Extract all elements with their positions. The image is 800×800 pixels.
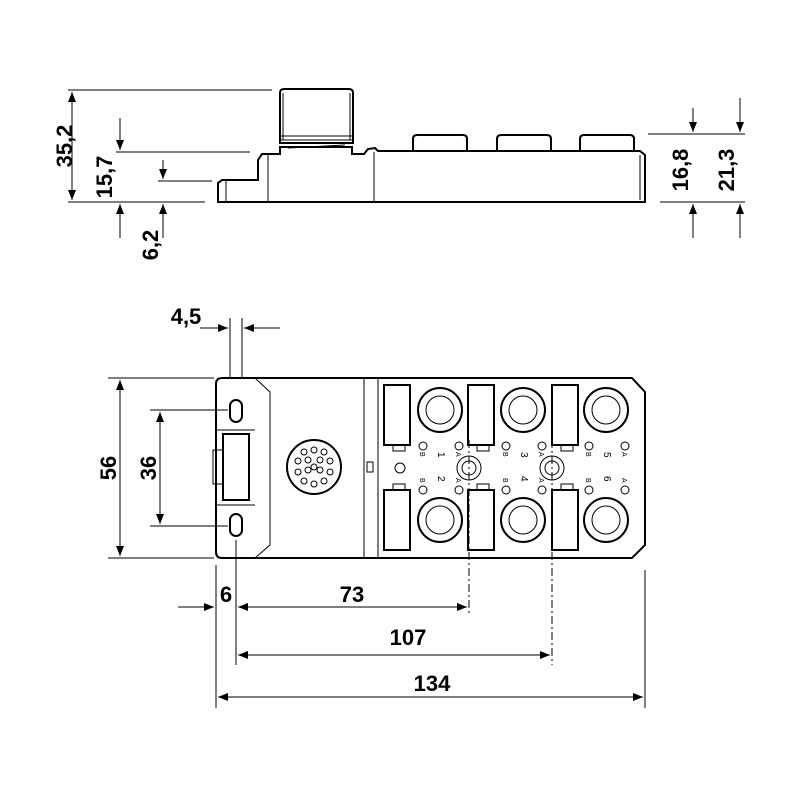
dim-73: 73	[340, 582, 364, 607]
port-4-label: 4	[518, 476, 529, 482]
port-3-b-label: B	[501, 452, 508, 457]
dim-36: 36	[136, 456, 161, 480]
main-connector-icon	[286, 439, 342, 495]
port-2-a-label: A	[454, 478, 461, 483]
dim-16-8: 16,8	[668, 149, 693, 192]
main-connector-pins	[294, 446, 334, 488]
port-column-3-4: 3 B A 4 B A	[456, 384, 547, 551]
port-1-connector	[417, 387, 463, 433]
port-6-a-label: A	[620, 478, 627, 483]
port-4-connector	[500, 497, 546, 543]
port-5-label: 5	[601, 452, 612, 458]
port-2-connector	[417, 497, 463, 543]
port-2-label: 2	[435, 476, 446, 482]
port-caps-side	[412, 134, 635, 151]
dim-56: 56	[96, 456, 121, 480]
center-lines	[468, 440, 553, 665]
port-5-b-label: B	[584, 452, 591, 457]
port-3-label: 3	[518, 452, 529, 458]
dim-35-2: 35,2	[52, 125, 77, 168]
port-6-label: 6	[601, 476, 612, 482]
dim-15-7: 15,7	[92, 156, 117, 199]
port-5-connector	[583, 387, 629, 433]
side-body-outline	[217, 146, 646, 203]
port-column-1-2: 1 B A 2 B A	[383, 384, 464, 551]
port-4-b-label: B	[501, 478, 508, 483]
port-6-b-label: B	[584, 478, 591, 483]
dim-4-5: 4,5	[171, 304, 202, 329]
port-3-connector	[500, 387, 546, 433]
mounting-hole-bottom	[229, 513, 243, 537]
port-5-a-label: A	[620, 452, 627, 457]
dim-21-3: 21,3	[714, 149, 739, 192]
dim-107: 107	[390, 625, 427, 650]
port-3-a-label: A	[537, 452, 544, 457]
port-6-connector	[583, 497, 629, 543]
dim-6-2: 6,2	[138, 230, 163, 261]
port-2-b-label: B	[418, 478, 425, 483]
port-column-5-6: 5 B A 6 B A	[539, 384, 630, 551]
center-latch	[222, 433, 250, 501]
top-view: 1 B A 2 B A 3 B A 4 B A	[96, 304, 646, 708]
port-1-label: 1	[435, 452, 446, 458]
side-view: 35,2 15,7 6,2 16,8 21,3	[52, 88, 745, 261]
top-body-outline	[215, 377, 646, 559]
dim-6: 6	[220, 582, 232, 607]
dim-134: 134	[414, 671, 451, 696]
port-4-a-label: A	[537, 478, 544, 483]
port-1-a-label: A	[454, 452, 461, 457]
port-1-b-label: B	[418, 452, 425, 457]
mounting-hole-top	[229, 399, 243, 423]
main-connector-side	[279, 88, 354, 144]
